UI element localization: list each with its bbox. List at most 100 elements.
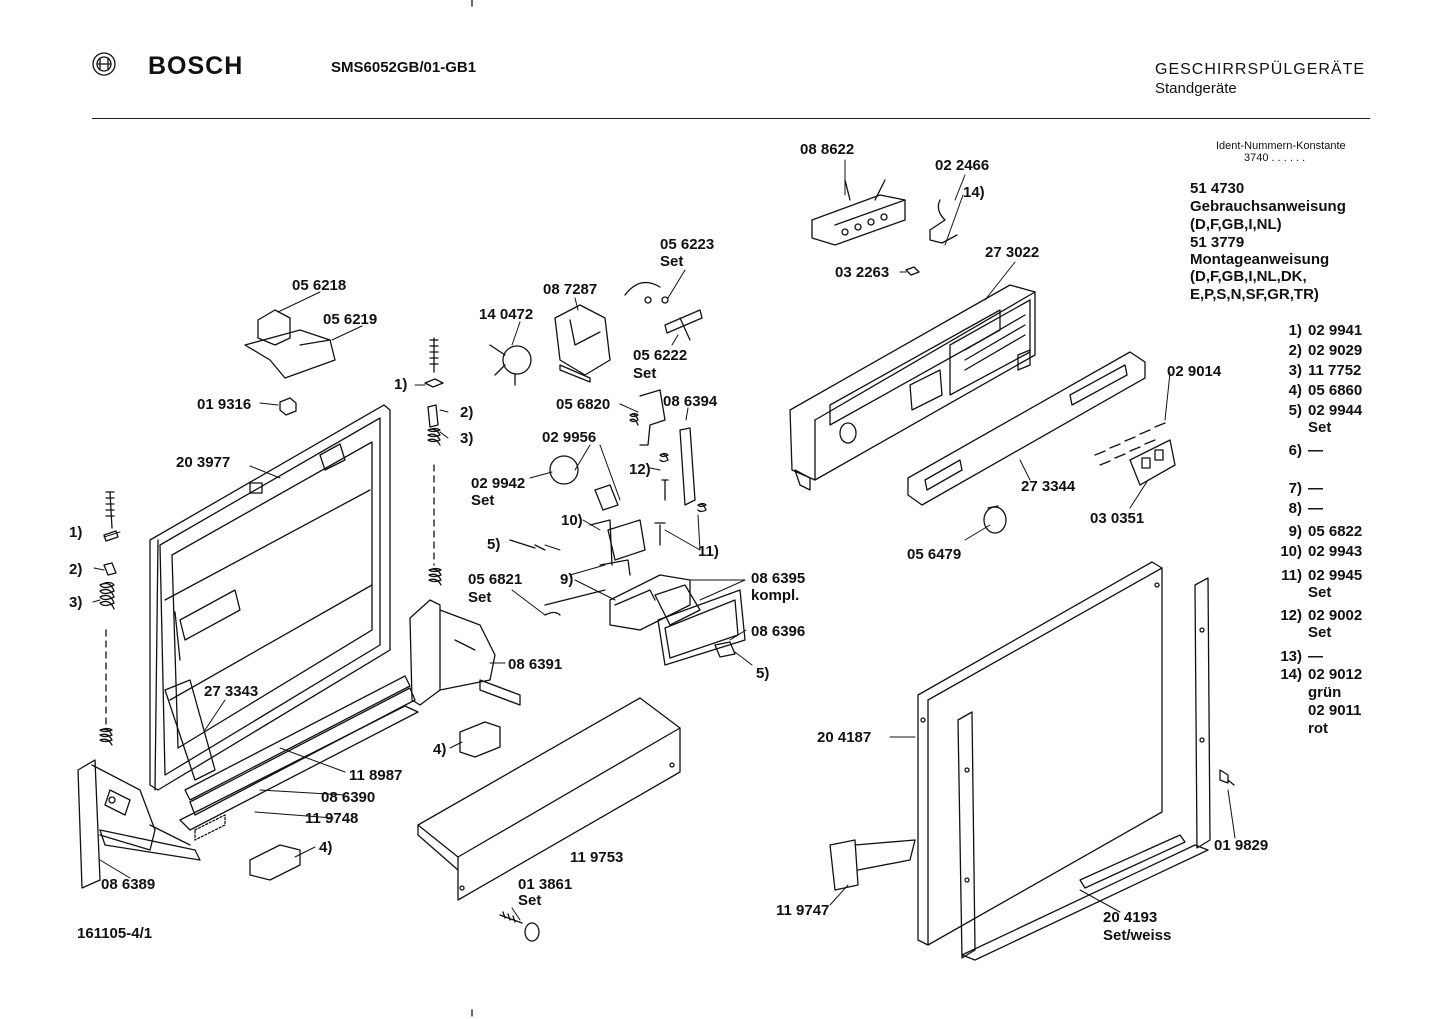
part-label: Set xyxy=(471,492,495,509)
part-label: 08 6391 xyxy=(508,656,563,673)
legend-part-number: 02 9944 xyxy=(1308,402,1363,419)
ident-value: 3740 . . . . . . xyxy=(1244,152,1306,164)
legend-part-number: rot xyxy=(1308,720,1328,737)
part-label: 08 6389 xyxy=(101,876,156,893)
legend-part-number: 02 9945 xyxy=(1308,567,1363,584)
part-label: 05 6821 xyxy=(468,571,523,588)
part-label: 01 3861 xyxy=(518,876,573,893)
part-label: 5) xyxy=(756,665,770,682)
legend-index: 10) xyxy=(1280,543,1302,560)
legend-row: 10)02 9943 xyxy=(1262,543,1362,561)
legend-index: 1) xyxy=(1288,322,1302,339)
part-label: 08 7287 xyxy=(543,281,598,298)
legend-row: 6)— xyxy=(1262,442,1323,460)
part-label: 2) xyxy=(460,404,474,421)
right-hinge-part xyxy=(409,599,521,706)
legend-part-number: 02 9029 xyxy=(1308,342,1363,359)
doc-line-4: 51 3779 xyxy=(1190,234,1245,251)
doc-line-5: Montageanweisung xyxy=(1190,251,1330,268)
part-label: 03 2263 xyxy=(835,264,890,281)
dispenser-part xyxy=(509,455,746,666)
kick-plate-part xyxy=(417,697,681,901)
switch-bracket-part xyxy=(629,389,707,546)
model-number: SMS6052GB/01-GB1 xyxy=(331,59,477,76)
part-label: 14 0472 xyxy=(479,306,534,323)
part-label: 05 6222 xyxy=(633,347,688,364)
switch-block-part xyxy=(811,179,906,246)
door-trim-part xyxy=(164,675,501,881)
part-label: 1) xyxy=(394,376,408,393)
part-label: 20 3977 xyxy=(176,454,231,471)
part-label: 27 3343 xyxy=(204,683,259,700)
part-label: 14) xyxy=(963,184,985,201)
legend-part-number: 11 7752 xyxy=(1308,362,1362,379)
category-subtitle: Standgeräte xyxy=(1155,80,1237,97)
part-label: 11 9753 xyxy=(570,849,624,866)
fascia-strip-part xyxy=(907,351,1146,506)
legend-row: Set xyxy=(1262,584,1331,602)
legend-part-number: 05 6860 xyxy=(1308,382,1363,399)
doc-line-6: (D,F,GB,I,NL,DK, xyxy=(1190,268,1307,285)
legend-row: Set xyxy=(1262,624,1331,642)
legend-part-number: Set xyxy=(1308,584,1332,601)
part-label: 05 6223 xyxy=(660,236,715,253)
part-label: 3) xyxy=(69,594,83,611)
part-label: 9) xyxy=(560,571,574,588)
legend-index: 2) xyxy=(1288,342,1302,359)
legend-part-number: 02 9941 xyxy=(1308,322,1363,339)
part-label: 4) xyxy=(319,839,333,856)
legend-row: 2) 02 9029 xyxy=(1262,342,1363,360)
control-panel-part xyxy=(789,284,1036,491)
legend-part-number: Set xyxy=(1308,624,1332,641)
button-set-part xyxy=(1094,422,1176,486)
part-label: 11 8987 xyxy=(349,767,403,784)
doc-line-3: (D,F,GB,I,NL) xyxy=(1190,216,1282,233)
legend-row: Set xyxy=(1262,419,1331,437)
legend-index: 7) xyxy=(1288,480,1302,497)
legend-part-number: 02 9011 xyxy=(1308,702,1362,719)
doc-line-1: 51 4730 xyxy=(1190,180,1245,197)
legend-part-number: — xyxy=(1308,480,1323,497)
legend-part-number: — xyxy=(1308,648,1323,665)
part-label: 11 9747 xyxy=(776,902,830,919)
legend-part-number: Set xyxy=(1308,419,1332,436)
grommet-part xyxy=(905,266,920,276)
part-label: 20 4193 xyxy=(1103,909,1158,926)
part-label: 05 6479 xyxy=(907,546,962,563)
part-label: 05 6820 xyxy=(556,396,611,413)
part-label: 4) xyxy=(433,741,447,758)
legend-row: 3) 11 7752 xyxy=(1262,362,1362,380)
knob-part xyxy=(983,505,1007,534)
legend-part-number: grün xyxy=(1308,684,1342,701)
part-label: Set xyxy=(518,892,542,909)
legend-part-number: 05 6822 xyxy=(1308,523,1363,540)
part-label: 01 9316 xyxy=(197,396,252,413)
legend-index: 11) xyxy=(1281,567,1302,584)
part-label: 08 6390 xyxy=(321,789,376,806)
part-label: Set xyxy=(468,589,492,606)
part-label: Set xyxy=(660,253,684,270)
legend-part-number: 02 9012 xyxy=(1308,666,1363,683)
part-label: 27 3022 xyxy=(985,244,1040,261)
door-lock-part xyxy=(244,309,336,379)
part-label: 01 9829 xyxy=(1214,837,1269,854)
part-label: 11) xyxy=(698,543,719,560)
part-label: 02 9942 xyxy=(471,475,526,492)
header-divider xyxy=(92,118,1370,119)
part-label: 08 6394 xyxy=(663,393,718,410)
part-label: 08 6395 xyxy=(751,570,806,587)
part-label: 02 2466 xyxy=(935,157,990,174)
part-label: 3) xyxy=(460,430,474,447)
legend-part-number: — xyxy=(1308,442,1323,459)
legend-row: 5)02 9944 xyxy=(1262,402,1363,420)
legend-row: 14)02 9012 xyxy=(1262,666,1362,684)
legend-row: 1) 02 9941 xyxy=(1262,322,1363,340)
small-screw-part xyxy=(1219,769,1235,786)
legend-row: grün xyxy=(1262,684,1341,702)
doc-line-7: E,P,S,N,SF,GR,TR) xyxy=(1190,286,1319,303)
legend-index: 12) xyxy=(1280,607,1302,624)
legend-row: 11) 02 9945 xyxy=(1262,567,1362,585)
legend-index: 3) xyxy=(1288,362,1302,379)
leader-lines xyxy=(92,159,1236,921)
part-label: 08 6396 xyxy=(751,623,806,640)
